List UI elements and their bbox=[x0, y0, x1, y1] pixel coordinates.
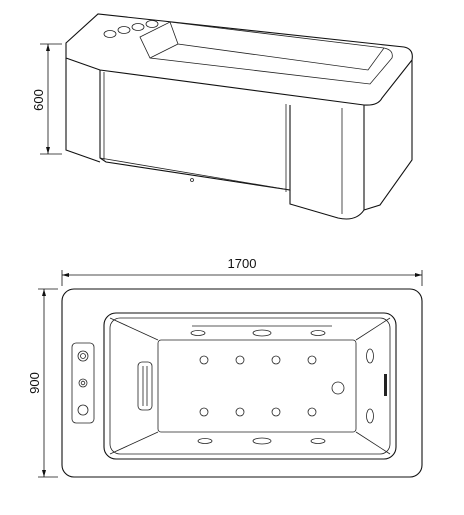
tub-apron-front bbox=[99, 70, 291, 191]
length-label: 1700 bbox=[228, 256, 257, 271]
tub-rim-inner bbox=[139, 21, 393, 85]
tub-apron-left bbox=[65, 58, 101, 163]
length-dimension: 1700 bbox=[61, 256, 423, 286]
tub-inner-wall bbox=[169, 21, 385, 71]
right-side-fittings bbox=[366, 348, 387, 424]
width-label: 900 bbox=[27, 372, 42, 394]
drain bbox=[331, 381, 345, 395]
perspective-view: 600 bbox=[31, 13, 413, 220]
basin-slope-lines bbox=[109, 317, 391, 455]
plan-outer-rim bbox=[61, 288, 423, 478]
drain-dot bbox=[190, 178, 194, 182]
floor-jets bbox=[199, 355, 317, 417]
plan-basin-inner-edge bbox=[109, 317, 391, 455]
top-plan-view: 1700 900 bbox=[27, 256, 423, 478]
plan-basin-edge bbox=[103, 312, 397, 460]
overflow-slot bbox=[384, 374, 387, 396]
rim-jets-top bbox=[190, 325, 332, 337]
tub-rim-outer bbox=[65, 13, 413, 106]
height-dimension: 600 bbox=[31, 43, 62, 155]
deck-control-knobs bbox=[103, 20, 159, 38]
deck-controls-plan bbox=[71, 342, 95, 424]
tub-apron-right bbox=[289, 105, 365, 220]
plan-basin-floor bbox=[157, 339, 357, 433]
width-dimension: 900 bbox=[27, 288, 58, 478]
tub-apron-right-side bbox=[363, 60, 413, 211]
rim-jets-bottom bbox=[197, 437, 326, 445]
height-label: 600 bbox=[31, 89, 46, 111]
base-line bbox=[99, 157, 291, 191]
grab-handle bbox=[137, 361, 153, 411]
tub-inner-floor-line bbox=[149, 43, 179, 59]
